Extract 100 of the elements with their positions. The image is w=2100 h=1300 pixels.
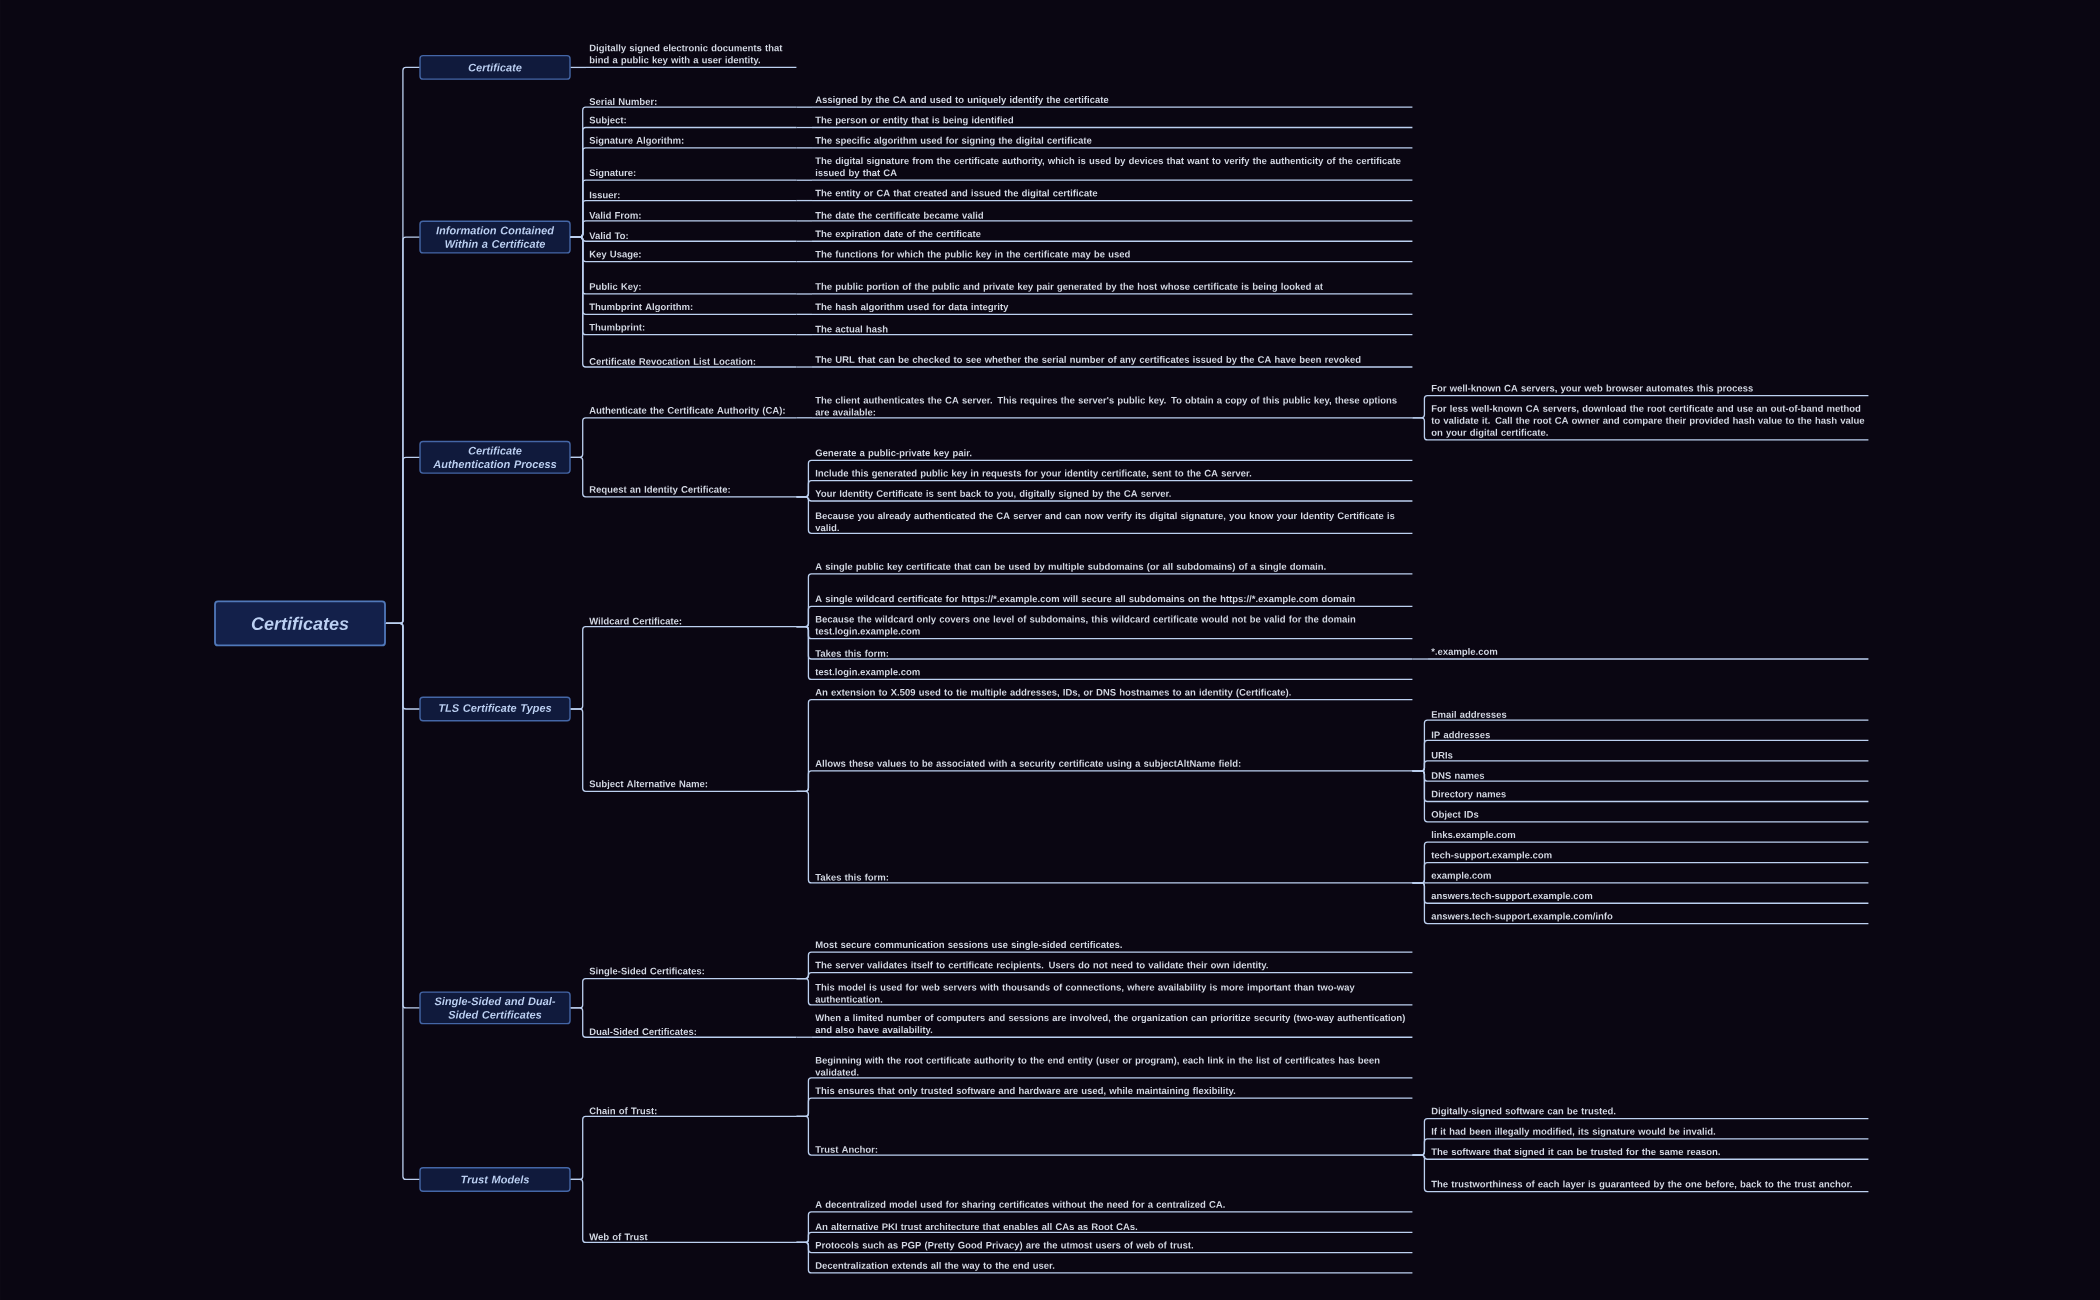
subtopic-label: Request an Identity Certificate: <box>585 485 798 498</box>
connector-line <box>570 1007 587 1038</box>
subtopic-label: Dual-Sided Certificates: <box>585 1028 798 1038</box>
subtopic-label: Digitally-signed software can be trusted. <box>1427 1107 1870 1120</box>
topic-box: TLS Certificate Types <box>419 696 571 722</box>
subtopic-label: links.example.com <box>1427 831 1870 843</box>
topic-box: Certificate Authentication Process <box>419 440 571 474</box>
subtopic-label: Most secure communication sessions use single-sided certificates. <box>811 941 1414 953</box>
connector-line <box>795 417 813 419</box>
subtopic-label: test.login.example.com <box>811 668 1414 681</box>
subtopic-label: Subject Alternative Name: <box>585 780 798 792</box>
subtopic-label: *.example.com <box>1427 647 1870 660</box>
connector-line <box>795 147 813 149</box>
connector-line <box>795 366 813 368</box>
subtopic-label: The date the certificate became valid <box>811 211 1414 222</box>
subtopic-label: Valid To: <box>585 232 798 242</box>
subtopic-label: Directory names <box>1427 790 1870 803</box>
subtopic-label: A single wildcard certificate for https://*.example.com will secure all subdomains on the https://*.example.com domain <box>811 595 1414 607</box>
subtopic-label: Include this generated public key in requests for your identity certificate, sent to the CA server. <box>811 469 1414 482</box>
connector-line <box>795 496 813 534</box>
subtopic-label: For well-known CA servers, your web browser automates this process <box>1427 384 1870 397</box>
subtopic-label: Valid From: <box>585 211 798 222</box>
subtopic-label: Certificate Revocation List Location: <box>585 357 798 368</box>
connector-line <box>1411 1154 1429 1193</box>
subtopic-label: An alternative PKI trust architecture that enables all CAs as Root CAs. <box>811 1223 1414 1233</box>
subtopic-label: IP addresses <box>1427 731 1870 742</box>
connector-line <box>795 199 813 202</box>
subtopic-label: Public Key: <box>585 282 798 295</box>
subtopic-label: The server validates itself to certificate recipients. Users do not need to validate their own identity. <box>811 961 1414 974</box>
subtopic-label: The expiration date of the certificate <box>811 230 1414 242</box>
subtopic-label: The URL that can be checked to see whether the serial number of any certificates issued by the CA have been revoked <box>811 355 1414 368</box>
connector-line <box>385 622 420 1181</box>
subtopic-label: Object IDs <box>1427 810 1870 823</box>
connector-line <box>795 260 813 263</box>
subtopic-label: Wildcard Certificate: <box>585 617 798 628</box>
subtopic-label: Signature: <box>585 169 798 181</box>
subtopic-label: Protocols such as PGP (Pretty Good Privacy) are the utmost users of web of trust. <box>811 1241 1414 1254</box>
subtopic-label: Signature Algorithm: <box>585 136 798 149</box>
connector-line <box>795 179 813 181</box>
connector-line <box>795 293 813 295</box>
connector-line <box>795 126 813 129</box>
subtopic-label: This model is used for web servers with thousands of connections, where availability is more important than two-way authentication. <box>811 983 1414 1006</box>
subtopic-label: The trustworthiness of each layer is guaranteed by the one before, back to the trust anchor. <box>1427 1180 1870 1193</box>
connector-line <box>570 456 587 498</box>
subtopic-label: Because the wildcard only covers one level of subdomains, this wildcard certificate would not be valid for the domain test.login.example.com <box>811 615 1414 640</box>
subtopic-label: This ensures that only trusted software and hardware are used, while maintaining flexibility. <box>811 1087 1414 1099</box>
subtopic-label: Chain of Trust: <box>585 1107 798 1118</box>
subtopic-label: Takes this form: <box>811 873 1414 884</box>
subtopic-label: Thumbprint: <box>585 323 798 336</box>
subtopic-label: Digitally signed electronic documents that bind a public key with a user identity. <box>585 44 798 69</box>
subtopic-label: DNS names <box>1427 772 1870 782</box>
subtopic-label: answers.tech-support.example.com/info <box>1427 912 1870 925</box>
subtopic-label: If it had been illegally modified, its signature would be invalid. <box>1427 1127 1870 1140</box>
subtopic-label: The digital signature from the certificate authority, which is used by devices that want to verify the authenticity of the certificate issued by that CA <box>811 157 1414 181</box>
subtopic-label: Allows these values to be associated with a security certificate using a subjectAltName field: <box>811 759 1414 772</box>
connector-line <box>1411 882 1429 925</box>
subtopic-label: Your Identity Certificate is sent back to you, digitally signed by the CA server. <box>811 489 1414 502</box>
subtopic-label: URIs <box>1427 751 1870 762</box>
subtopic-label: Assigned by the CA and used to uniquely identify the certificate <box>811 96 1414 108</box>
connector-line <box>1411 417 1429 441</box>
connector-line <box>1411 658 1429 660</box>
subtopic-label: Key Usage: <box>585 250 798 263</box>
subtopic-label: The public portion of the public and private key pair generated by the host whose certificate is being looked at <box>811 282 1414 295</box>
subtopic-label: Issuer: <box>585 191 798 202</box>
subtopic-label: Authenticate the Certificate Authority (CA): <box>585 406 798 419</box>
connector-line <box>795 313 813 315</box>
topic-box: Trust Models <box>419 1167 571 1192</box>
subtopic-label: tech-support.example.com <box>1427 851 1870 864</box>
subtopic-label: Email addresses <box>1427 710 1870 721</box>
subtopic-label: answers.tech-support.example.com <box>1427 892 1870 904</box>
subtopic-label: The actual hash <box>811 325 1414 336</box>
topic-box: Single-Sided and Dual-Sided Certificates <box>419 991 571 1025</box>
subtopic-label: The person or entity that is being identified <box>811 116 1414 129</box>
connector-line <box>795 240 813 242</box>
connector-line <box>795 106 813 108</box>
subtopic-label: The entity or CA that created and issued the digital certificate <box>811 189 1414 202</box>
subtopic-label: The specific algorithm used for signing the digital certificate <box>811 136 1414 149</box>
subtopic-label: Web of Trust <box>585 1233 798 1244</box>
central-topic-box: Certificates <box>214 600 386 647</box>
connector-line <box>795 220 813 222</box>
subtopic-label: A single public key certificate that can be used by multiple subdomains (or all subdomains) of a single domain. <box>811 562 1414 575</box>
subtopic-label: Takes this form: <box>811 649 1414 660</box>
subtopic-label: Thumbprint Algorithm: <box>585 303 798 315</box>
subtopic-label: Serial Number: <box>585 98 798 108</box>
subtopic-label: Trust Anchor: <box>811 1145 1414 1156</box>
connector-line <box>795 977 813 1006</box>
connector-line <box>795 1115 813 1156</box>
subtopic-label: When a limited number of computers and sessions are involved, the organization can prioritize security (two-way authentication) and also have availability. <box>811 1014 1414 1038</box>
subtopic-label: The hash algorithm used for data integrity <box>811 303 1414 315</box>
subtopic-label: Single-Sided Certificates: <box>585 967 798 980</box>
connector-line <box>570 708 587 792</box>
subtopic-label: Beginning with the root certificate authority to the end entity (user or program), each link in the list of certificates has been validated. <box>811 1056 1414 1079</box>
subtopic-label: Generate a public-private key pair. <box>811 449 1414 461</box>
subtopic-label: For less well-known CA servers, download the root certificate and use an out-of-band method to validate it. Call the root CA owner and compare their provided hash value to the hash value on your digital certificate. <box>1427 404 1870 441</box>
connector-line <box>795 790 813 884</box>
subtopic-label: example.com <box>1427 871 1870 884</box>
subtopic-label: A decentralized model used for sharing certificates without the need for a centralized CA. <box>811 1200 1414 1213</box>
subtopic-label: Subject: <box>585 116 798 129</box>
connector-line <box>795 1036 813 1038</box>
subtopic-label: The functions for which the public key in the certificate may be used <box>811 250 1414 263</box>
